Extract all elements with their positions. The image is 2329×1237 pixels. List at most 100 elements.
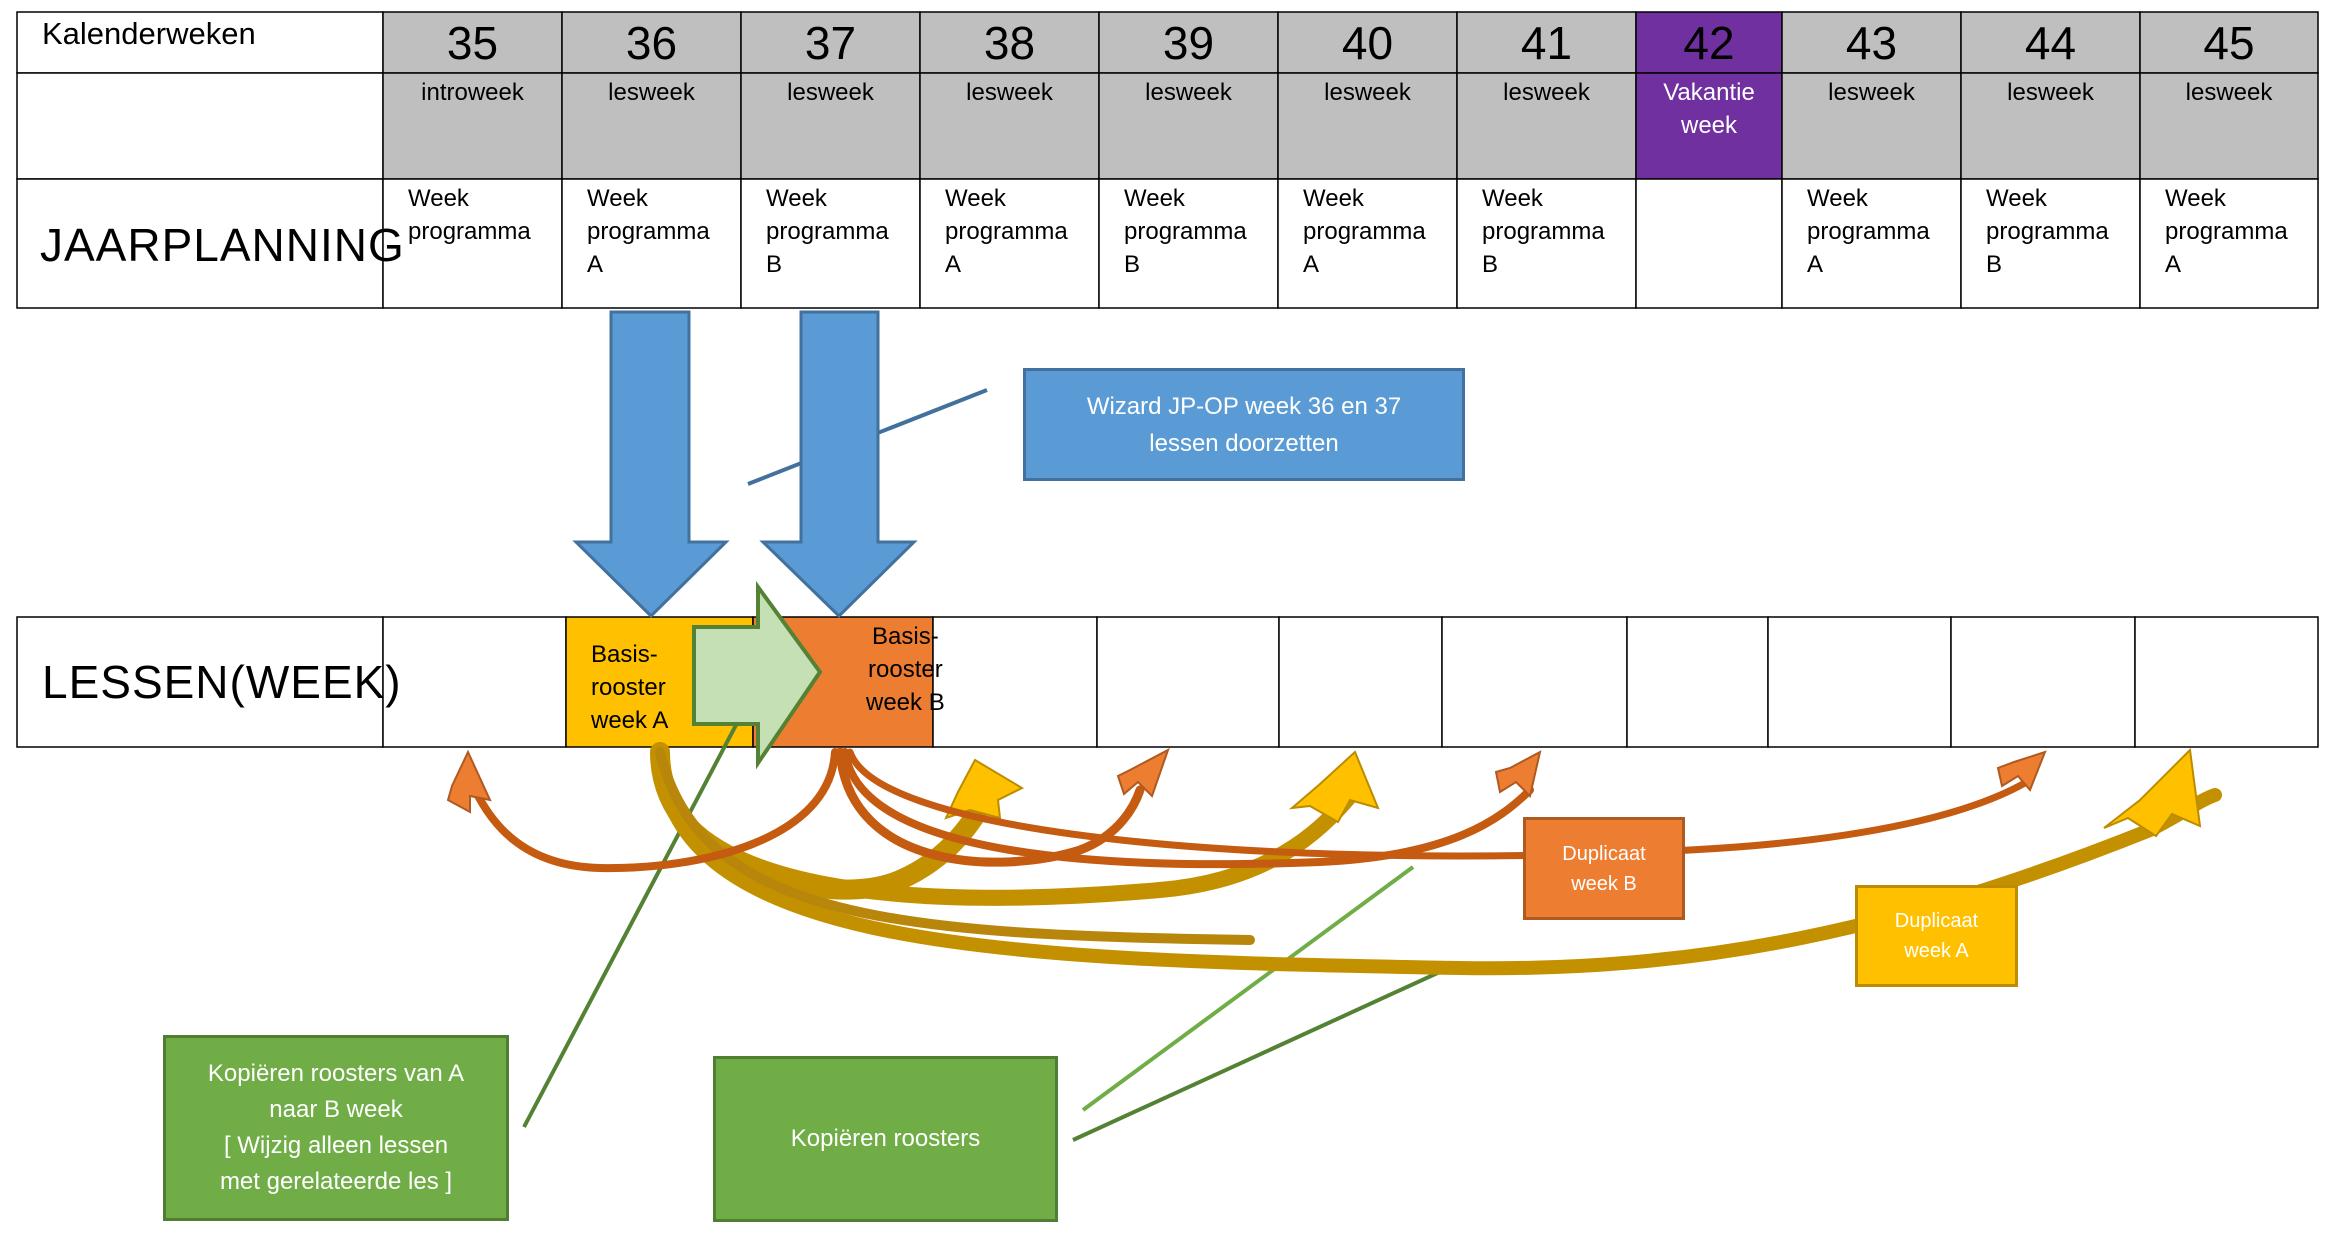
kalenderweken-label: Kalenderweken [42,16,256,51]
lessen-cell-44 [1950,616,2136,748]
basisrooster-week-b-text: Basis- rooster week B [866,623,945,716]
yellow-arrowheads [944,747,2202,838]
week-number-cell-41 [1456,11,1637,74]
week-type-42: Vakantie week [1663,79,1755,139]
lessen-cell-43 [1767,616,1952,748]
week-number-cell-39 [1098,11,1279,74]
arrowhead-week-44 [1996,750,2047,792]
basisrooster-week-a-text: Basis- rooster week A [591,641,669,734]
week-program-cell-36 [561,178,742,309]
week-program-35: Week programma [408,185,531,245]
copy-a-to-b-arrow [692,580,823,770]
lessen-week-label: LESSEN(WEEK) [42,656,402,708]
arrowhead-week-41 [1494,750,1542,798]
week-number-36: 36 [625,17,678,69]
week-program-40: Week programma A [1303,185,1426,278]
week-program-37: Week programma B [766,185,889,278]
week-type-40: lesweek [1324,79,1411,106]
week-type-35: introweek [421,79,524,106]
jaarplanning-label-cell [16,178,384,309]
week-type-cell-36 [561,72,742,180]
week-type-45: lesweek [2185,79,2273,106]
week-program-43: Week programma A [1807,185,1930,278]
week-number-cell-44 [1960,11,2141,74]
down-arrow-week-37 [759,310,918,619]
kopieren-callout-line-1 [1081,865,1415,1112]
week-type-38: lesweek [966,79,1053,106]
lessen-cell-35 [382,616,567,748]
duplicaat-week-b-text: Duplicaat week B [1562,842,1646,895]
duplicate-curves-week-b [471,747,2034,873]
duplicaat-week-a-box: Duplicaat week A [1855,885,2018,987]
header-label-cell [16,11,384,74]
week-number-41: 41 [1520,17,1573,69]
basisrooster-week-a-label: Basis- rooster week A [591,638,668,737]
lessen-cell-39 [1096,616,1280,748]
week-type-44: lesweek [2007,79,2094,106]
week-number-37: 37 [804,17,857,69]
week-number-42: 42 [1683,17,1735,69]
kopieren-roosters-box: Kopiëren roosters [713,1056,1058,1222]
orange-arrowheads [446,747,2047,814]
week-number-44: 44 [2024,17,2077,69]
arrowhead-week-45 [2103,747,2202,838]
kopieren-callout-line-2 [1072,963,1456,1142]
week-program-44: Week programma B [1986,185,2109,278]
week-number-cell-40 [1277,11,1458,74]
duplicaat-week-a-text: Duplicaat week A [1894,910,1979,962]
type-label-cell [16,72,384,180]
jaarplanning-table [16,11,2319,309]
arrowhead-week-39 [1116,747,1170,798]
week-program-cell-45 [2139,178,2319,309]
week-program-cell-39 [1098,178,1279,309]
week-type-cell-40 [1277,72,1458,180]
week-program-cell-42 [1635,178,1783,309]
week-program-cell-37 [740,178,921,309]
week-number-cell-42 [1635,11,1783,74]
week-number-39: 39 [1162,17,1215,69]
kopieren-a-naar-b-box: Kopiëren roosters van A naar B week [ Wi… [163,1035,509,1221]
week-type-cell-41 [1456,72,1637,180]
wizard-jp-op-box: Wizard JP-OP week 36 en 37 lessen doorze… [1023,368,1465,481]
week-program-cell-40 [1277,178,1458,309]
week-type-cell-39 [1098,72,1279,180]
week-number-43: 43 [1845,17,1898,69]
week-type-43: lesweek [1828,79,1915,106]
week-program-41: Week programma B [1482,185,1605,278]
week-type-cell-35 [382,72,563,180]
lessen-cell-38 [932,616,1098,748]
week-number-38: 38 [983,17,1036,69]
week-number-40: 40 [1341,17,1394,69]
basisrooster-week-b-label: Basis- rooster week B [866,620,945,719]
week-program-cell-35 [382,178,563,309]
week-program-39: Week programma B [1124,185,1247,278]
week-program-cell-38 [919,178,1100,309]
week-type-39: lesweek [1145,79,1232,106]
lessen-cell-40 [1278,616,1443,748]
week-type-36: lesweek [608,79,695,106]
lessen-cell-41 [1441,616,1628,748]
week-program-38: Week programma A [945,185,1068,278]
arrowhead-week-38 [944,758,1025,820]
lessen-label-cell [16,616,384,748]
week-program-45: Week programma A [2165,185,2288,278]
week-program-36: Week programma A [587,185,710,278]
wizard-jp-op-text: Wizard JP-OP week 36 en 37 lessen doorze… [1086,392,1402,457]
kopieren-ab-callout-line [522,707,747,1128]
kopieren-roosters-text: Kopiëren roosters [790,1125,981,1152]
arrowhead-week-35 [446,749,492,814]
week-number-cell-37 [740,11,921,74]
week-number-45: 45 [2203,17,2255,69]
week-number-cell-43 [1781,11,1962,74]
week-type-cell-43 [1781,72,1962,180]
week-type-41: lesweek [1503,79,1590,106]
week-type-cell-45 [2139,72,2319,180]
down-arrow-week-36 [572,310,730,619]
duplicate-curves-week-a [650,742,2222,976]
lessen-cell-45 [2134,616,2319,748]
week-type-cell-38 [919,72,1100,180]
jaarplanning-label: JAARPLANNING [40,219,405,271]
week-number-35: 35 [446,17,499,69]
week-type-37: lesweek [787,79,874,106]
